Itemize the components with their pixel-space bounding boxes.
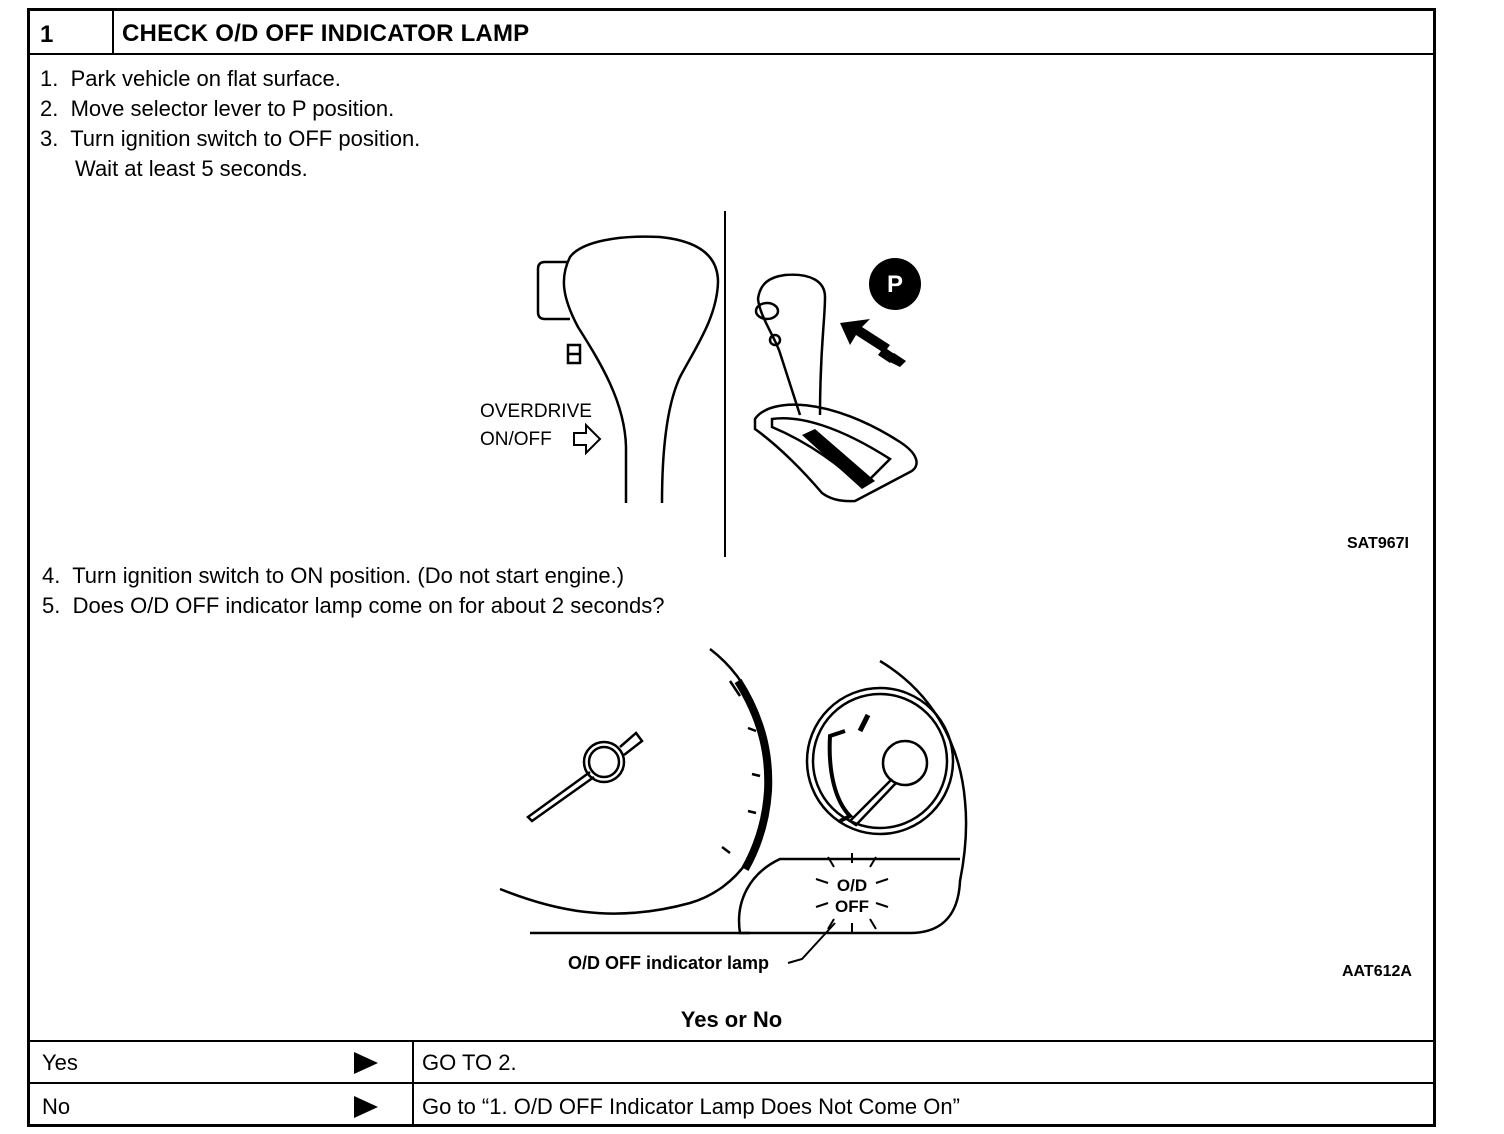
step-text: Turn ignition switch to OFF position.: [70, 126, 421, 151]
callout-leader: [787, 922, 836, 964]
overdrive-label: OVERDRIVE: [480, 401, 592, 422]
action-no: Go to “1. O/D OFF Indicator Lamp Does No…: [422, 1094, 960, 1119]
gauge-dial: [737, 659, 968, 935]
step-text: Turn ignition switch to ON position. (Do…: [72, 563, 625, 588]
step-text: Wait at least 5 seconds.: [75, 156, 308, 181]
p-badge-label: P: [887, 271, 903, 298]
play-arrow-icon: [354, 1052, 378, 1074]
off-lamp-label: OFF: [835, 897, 869, 916]
step-item: 4. Turn ignition switch to ON position. …: [42, 563, 624, 589]
hollow-arrow-icon: [573, 422, 602, 456]
step-number: 1: [40, 21, 54, 48]
lamp-glow-icon: [815, 853, 889, 933]
step-item: 1. Park vehicle on flat surface.: [40, 66, 341, 92]
gate-shading: [802, 429, 875, 489]
lamp-callout: O/D OFF indicator lamp: [568, 953, 769, 973]
result-table: Yes GO TO 2. No Go to “1. O/D OFF Indica…: [30, 1040, 1433, 1127]
figure-code: SAT967I: [1347, 535, 1409, 552]
page-title: CHECK O/D OFF INDICATOR LAMP: [122, 20, 530, 47]
procedure-frame: 1 CHECK O/D OFF INDICATOR LAMP 1. Park v…: [27, 8, 1436, 1127]
step-num: 2.: [40, 96, 59, 121]
od-lamp-label: O/D: [837, 876, 867, 895]
overdrive-label-2: ON/OFF: [480, 429, 552, 450]
header-divider: [112, 11, 114, 55]
step-text: Move selector lever to P position.: [70, 96, 395, 121]
p-position-badge: [869, 258, 921, 310]
gate-lever-illustration: [753, 273, 918, 503]
step-text: Does O/D OFF indicator lamp come on for …: [72, 593, 665, 618]
step-item: 3. Turn ignition switch to OFF position.: [40, 126, 420, 152]
play-arrow-icon: [354, 1096, 378, 1118]
step-text: Park vehicle on flat surface.: [70, 66, 341, 91]
shift-knob-illustration: [536, 235, 720, 504]
answer-yes: Yes: [42, 1050, 78, 1075]
header-row: 1 CHECK O/D OFF INDICATOR LAMP: [30, 11, 1433, 55]
step-num: 1.: [40, 66, 59, 91]
step-item: 5. Does O/D OFF indicator lamp come on f…: [42, 593, 664, 619]
table-column-divider: [412, 1040, 414, 1127]
push-arrow-icon: [840, 319, 906, 367]
step-item: Wait at least 5 seconds.: [75, 156, 308, 182]
table-border-top: [30, 1040, 1433, 1042]
action-yes: GO TO 2.: [422, 1050, 517, 1075]
figure-code: AAT612A: [1342, 963, 1412, 980]
answer-no: No: [42, 1094, 71, 1119]
step-num: 3.: [40, 126, 59, 151]
table-row-divider: [30, 1082, 1433, 1084]
instrument-cluster-figure: O/D OFF O/D OFF indicator lamp: [499, 648, 968, 973]
step-item: 2. Move selector lever to P position.: [40, 96, 394, 122]
selector-lever-figure: OVERDRIVE ON/OFF P: [480, 211, 921, 557]
step-num: 5.: [42, 593, 61, 618]
speedometer-dial: [499, 648, 773, 915]
yes-no-question: Yes or No: [680, 1007, 783, 1032]
step-num: 4.: [42, 563, 61, 588]
